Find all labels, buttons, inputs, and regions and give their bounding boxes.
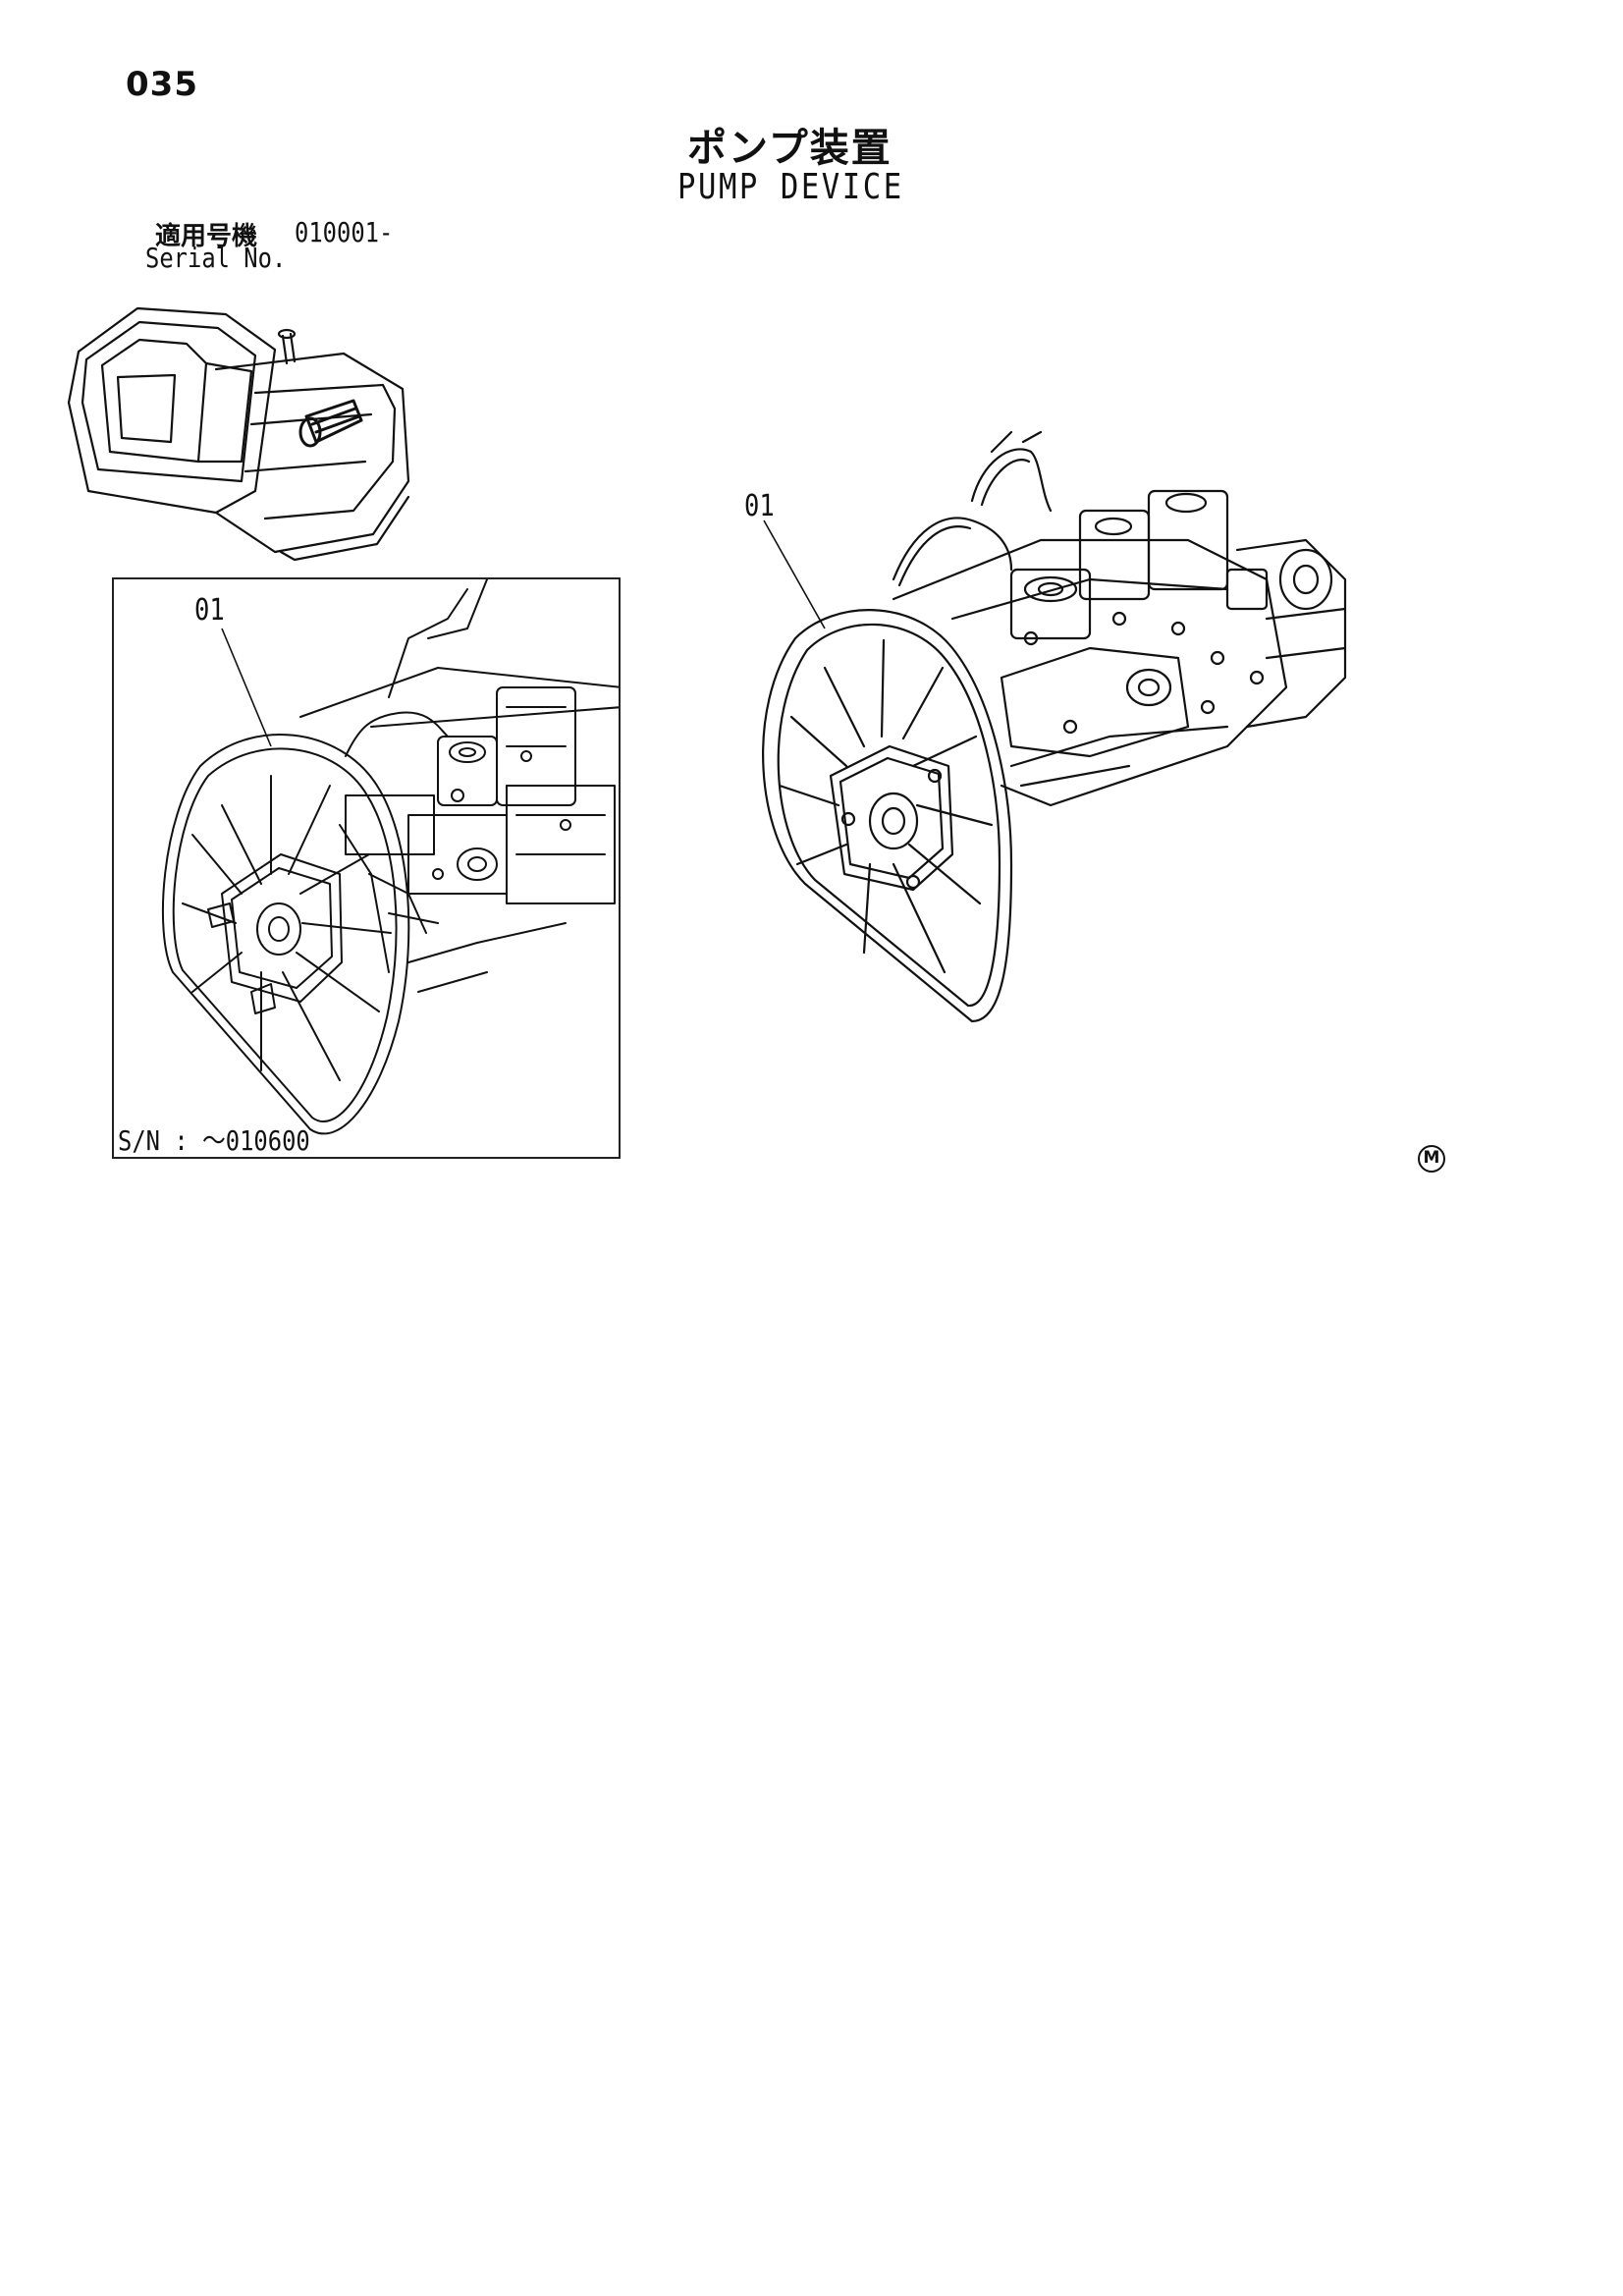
- inset-drawing-frame: [112, 577, 621, 1159]
- serial-label-english: Serial No.: [145, 242, 287, 274]
- serial-label-japanese: 適用号機: [155, 222, 258, 251]
- main-part-label: 01: [744, 489, 775, 523]
- circled-m-mark: M: [1418, 1145, 1445, 1173]
- page-number: 035: [126, 65, 198, 104]
- pump-device-main-illustration: [717, 432, 1365, 1061]
- inset-part-label: 01: [194, 593, 225, 628]
- page-title-japanese: ポンプ装置: [687, 126, 893, 171]
- page-title-english: PUMP DEVICE: [677, 167, 904, 207]
- inset-serial-range: S/N : ～010600: [118, 1124, 310, 1157]
- pump-device-earlier-illustration: [114, 579, 621, 1159]
- excavator-locator-illustration: [59, 295, 422, 570]
- serial-number-value: 010001-: [295, 216, 394, 248]
